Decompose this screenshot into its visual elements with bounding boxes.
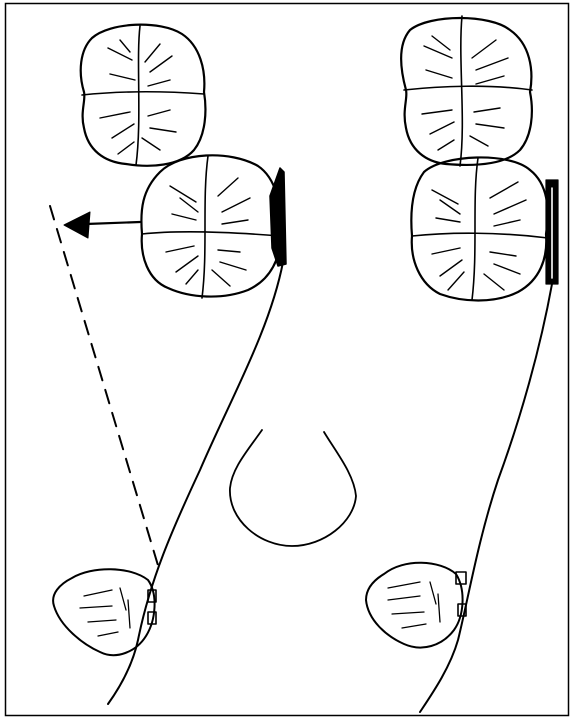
u-curve-icon	[230, 430, 356, 546]
dashed-guide-line	[50, 206, 160, 572]
left-panel	[50, 25, 286, 704]
left-lower-molar-icon	[141, 155, 280, 298]
left-upper-molar-icon	[81, 25, 206, 166]
right-upper-molar-icon	[401, 16, 532, 166]
right-panel	[366, 16, 558, 712]
right-canine-icon	[366, 563, 466, 648]
movement-arrow-icon	[64, 212, 140, 238]
right-bracket-icon	[546, 180, 558, 284]
right-wire-icon	[420, 284, 552, 712]
right-lower-molar-icon	[411, 157, 548, 300]
left-canine-icon	[53, 569, 156, 655]
